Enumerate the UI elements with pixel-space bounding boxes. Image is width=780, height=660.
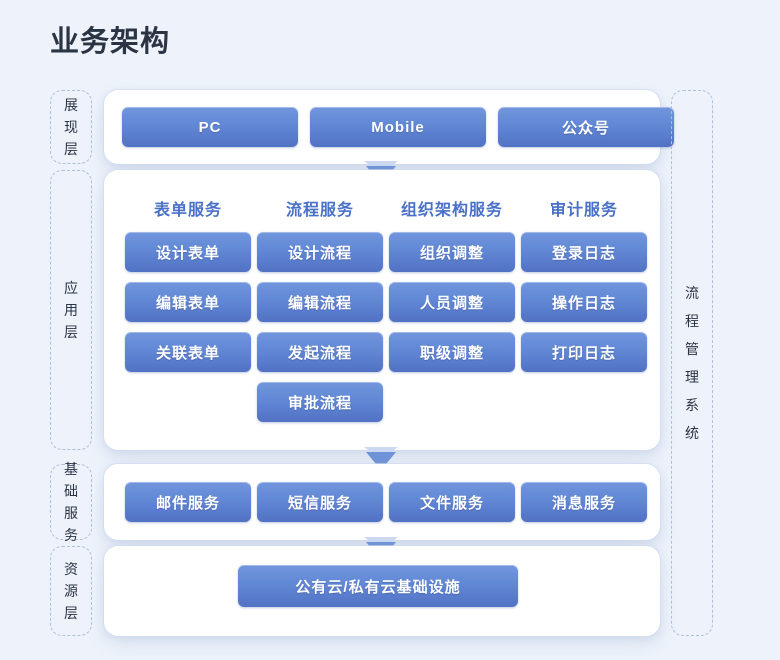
- layer-tag-basic-services-label: 基础服务: [64, 461, 78, 543]
- layer-tag-application: 应用层: [50, 170, 92, 450]
- button-operation-log[interactable]: 操作日志: [521, 282, 647, 322]
- button-edit-process[interactable]: 编辑流程: [257, 282, 383, 322]
- button-edit-form[interactable]: 编辑表单: [125, 282, 251, 322]
- button-cloud-infrastructure[interactable]: 公有云/私有云基础设施: [238, 565, 518, 607]
- panel-presentation-layer: PC Mobile 公众号: [104, 90, 674, 164]
- button-mail-service[interactable]: 邮件服务: [125, 482, 251, 522]
- button-file-service[interactable]: 文件服务: [389, 482, 515, 522]
- system-scope-tag-label: 流程管理系统: [685, 285, 699, 441]
- button-print-log[interactable]: 打印日志: [521, 332, 647, 372]
- page-title: 业务架构: [50, 26, 171, 58]
- button-sms-service[interactable]: 短信服务: [257, 482, 383, 522]
- layer-tag-resource: 资源层: [50, 546, 92, 636]
- button-mobile[interactable]: Mobile: [310, 107, 486, 147]
- button-start-process[interactable]: 发起流程: [257, 332, 383, 372]
- button-message-service[interactable]: 消息服务: [521, 482, 647, 522]
- panel-resource-layer: 公有云/私有云基础设施: [104, 546, 660, 636]
- column-caption-org-service: 组织架构服务: [400, 202, 503, 219]
- button-pc[interactable]: PC: [122, 107, 298, 147]
- panel-basic-services-layer: 邮件服务 短信服务 文件服务 消息服务: [104, 464, 660, 540]
- button-personnel-adjustment[interactable]: 人员调整: [389, 282, 515, 322]
- layer-tag-presentation-label: 展现层: [64, 97, 78, 157]
- button-approval-process[interactable]: 审批流程: [257, 382, 383, 422]
- panel-application-layer: 表单服务 流程服务 组织架构服务 审计服务 设计表单 编辑表单 关联表单 设计流…: [104, 170, 660, 450]
- layer-tag-basic-services: 基础服务: [50, 461, 92, 543]
- button-rank-adjustment[interactable]: 职级调整: [389, 332, 515, 372]
- button-design-form[interactable]: 设计表单: [125, 232, 251, 272]
- button-design-process[interactable]: 设计流程: [257, 232, 383, 272]
- layer-tag-presentation: 展现层: [50, 90, 92, 164]
- column-caption-form-service: 表单服务: [153, 202, 222, 219]
- chevron-down-icon-application-to-basic: [364, 446, 398, 472]
- button-link-form[interactable]: 关联表单: [125, 332, 251, 372]
- column-caption-audit-service: 审计服务: [549, 202, 618, 219]
- layer-tag-resource-label: 资源层: [64, 561, 78, 621]
- button-org-adjustment[interactable]: 组织调整: [389, 232, 515, 272]
- button-login-log[interactable]: 登录日志: [521, 232, 647, 272]
- button-official-account[interactable]: 公众号: [498, 107, 674, 147]
- column-caption-process-service: 流程服务: [285, 202, 354, 219]
- system-scope-tag: 流程管理系统: [671, 90, 713, 636]
- layer-tag-application-label: 应用层: [64, 280, 78, 340]
